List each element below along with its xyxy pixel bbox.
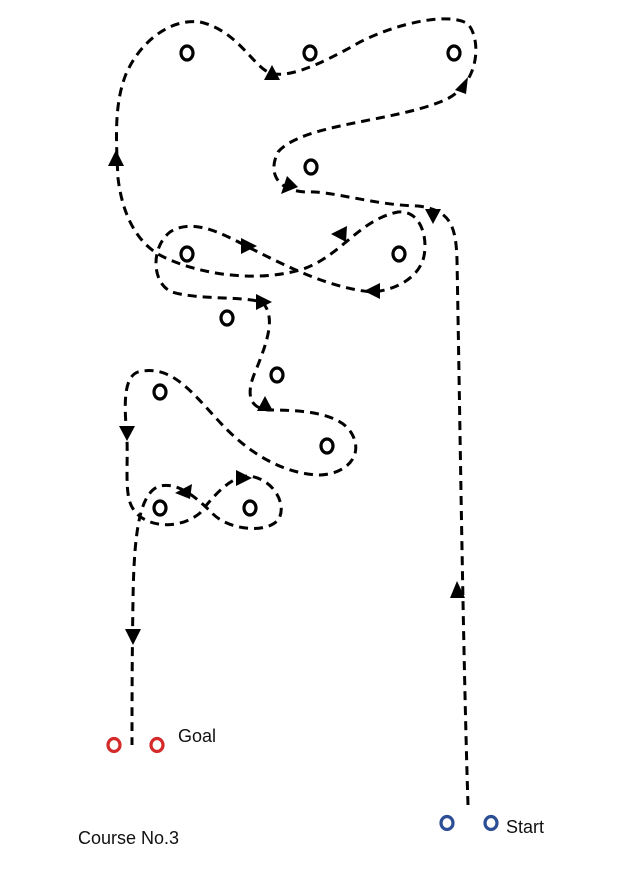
cone-icon xyxy=(242,499,258,517)
goal-marker-icon xyxy=(106,736,122,754)
cone-icon xyxy=(391,245,407,263)
direction-arrow-up xyxy=(257,396,273,411)
cone-icon xyxy=(152,383,168,401)
cone-icon xyxy=(446,44,462,62)
course-title: Course No.3 xyxy=(78,828,180,848)
direction-arrow-left xyxy=(364,283,380,299)
cone-icon xyxy=(303,158,319,176)
cone-icon xyxy=(179,44,195,62)
cone-icon xyxy=(152,499,168,517)
direction-arrow-down xyxy=(119,426,135,441)
cone-icon xyxy=(319,437,335,455)
direction-arrow-up-left xyxy=(175,484,192,499)
cone-icon xyxy=(179,245,195,263)
start-marker-icon xyxy=(439,814,455,832)
direction-arrow-down-left xyxy=(281,176,298,194)
start-marker-icon xyxy=(483,814,499,832)
goal-label: Goal xyxy=(178,726,217,746)
direction-arrow-down xyxy=(425,209,441,224)
goal-marker-icon xyxy=(149,736,165,754)
direction-arrow-down-right xyxy=(455,77,468,94)
direction-arrow-right xyxy=(256,294,272,310)
start-label: Start xyxy=(506,817,545,837)
direction-arrow-up xyxy=(108,150,124,166)
direction-arrow-up xyxy=(264,65,280,80)
direction-arrow-up xyxy=(450,581,465,598)
cone-icon xyxy=(302,44,318,62)
direction-arrow-left xyxy=(331,226,347,242)
cone-icon xyxy=(219,309,235,327)
direction-arrow-down xyxy=(125,629,141,645)
route-path xyxy=(114,17,478,806)
cone-icon xyxy=(269,366,285,384)
direction-arrow-right xyxy=(241,238,257,254)
direction-arrow-right xyxy=(236,470,252,486)
